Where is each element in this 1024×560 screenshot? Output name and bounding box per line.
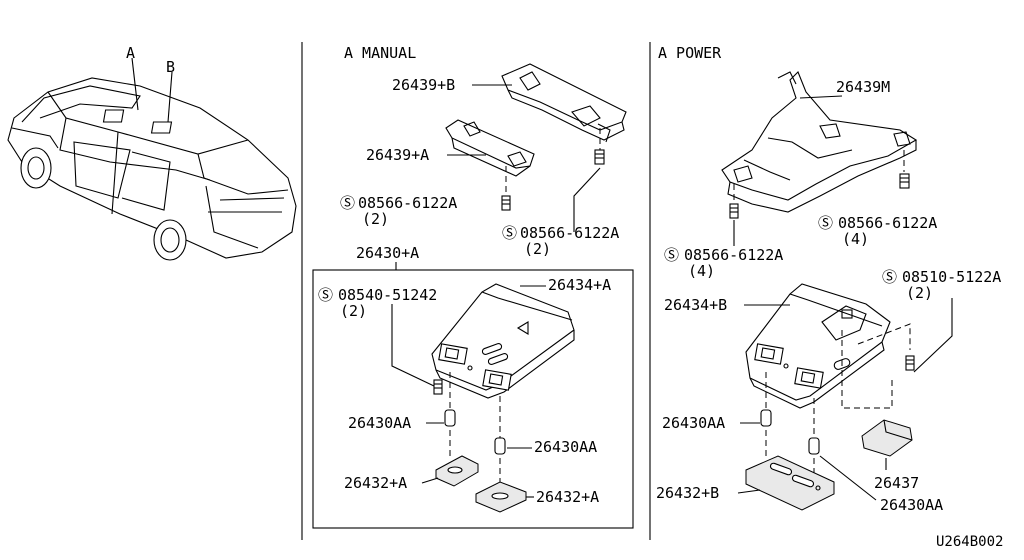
screw-symbol-lamp: Ⓢ: [318, 286, 333, 304]
lens-manual-right: 26432+A: [536, 488, 599, 506]
screw-lamp-qty: (2): [340, 302, 367, 320]
screw-symbol-manual-right: Ⓢ: [502, 224, 517, 242]
screw-power-left-qty: (4): [688, 262, 715, 280]
lens-manual-left: 26432+A: [344, 474, 407, 492]
bulb-manual-right-shape: [494, 396, 506, 484]
screw-power-right: 08566-6122A: [838, 214, 937, 232]
housing-26434a: 26434+A: [548, 276, 611, 294]
bracket-26439m: 26439M: [836, 78, 890, 96]
housing-26434b: 26434+B: [664, 296, 727, 314]
diagram-code: U264B002: [936, 534, 1003, 550]
bracket-26439m-shape: [721, 71, 918, 213]
manual-heading: A MANUAL: [344, 44, 416, 62]
screw-power-top: 08510-5122A: [902, 268, 1001, 286]
screw-power-right-shape: [899, 150, 910, 189]
car-label-b: B: [166, 58, 175, 76]
lens-26432b: 26432+B: [656, 484, 719, 502]
switch-26437-shape: [841, 330, 913, 470]
screw-symbol-power-right: Ⓢ: [818, 214, 833, 232]
housing-26434a-shape: [431, 283, 575, 399]
lens-manual-right-shape: [475, 481, 527, 513]
screw-symbol-power-top: Ⓢ: [882, 268, 897, 286]
switch-26437: 26437: [874, 474, 919, 492]
lens-26432b-shape: [745, 455, 835, 511]
screw-power-right-qty: (4): [842, 230, 869, 248]
housing-26434b-shape: [745, 283, 891, 409]
screw-power-left-shape: [729, 184, 739, 246]
screw-manual-right: 08566-6122A: [520, 224, 619, 242]
bracket-26439a-shape: [445, 119, 535, 177]
bulb-power-right: 26430AA: [880, 496, 943, 514]
bracket-26439b-shape: [501, 63, 627, 143]
screw-power-top-shape: [857, 298, 953, 373]
lens-manual-left-shape: [435, 455, 479, 487]
car-illustration: [7, 57, 297, 261]
bulb-power-right-shape: [808, 398, 877, 501]
screw-manual-left-qty: (2): [362, 210, 389, 228]
screw-manual-left: 08566-6122A: [358, 194, 457, 212]
screw-lamp-shape: [391, 304, 443, 395]
screw-manual-right-qty: (2): [524, 240, 551, 258]
power-heading: A POWER: [658, 44, 722, 62]
bulb-power-left: 26430AA: [662, 414, 725, 432]
screw-lamp: 08540-51242: [338, 286, 437, 304]
car-label-a: A: [126, 44, 135, 62]
bulb-power-left-shape: [760, 372, 772, 458]
bulb-manual-left: 26430AA: [348, 414, 411, 432]
screw-power-top-qty: (2): [906, 284, 933, 302]
part-26439b: 26439+B: [392, 76, 455, 94]
screw-manual-left-shape: [501, 166, 511, 211]
screw-manual-right-shape: [573, 128, 605, 232]
screw-symbol-power-left: Ⓢ: [664, 246, 679, 264]
part-26439a: 26439+A: [366, 146, 429, 164]
assembly-26430a: 26430+A: [356, 244, 419, 262]
bulb-manual-right: 26430AA: [534, 438, 597, 456]
screw-symbol-manual-left: Ⓢ: [340, 194, 355, 212]
screw-power-left: 08566-6122A: [684, 246, 783, 264]
bulb-manual-left-shape: [444, 372, 456, 460]
manual-assembly-box: [312, 269, 634, 529]
